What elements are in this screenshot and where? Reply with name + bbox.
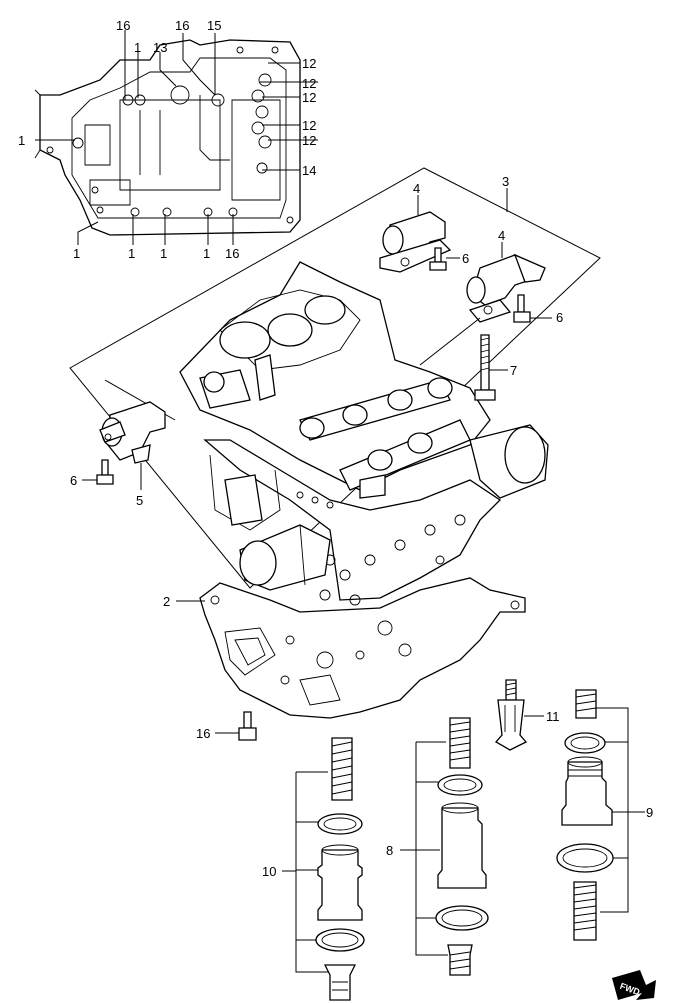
label-13: 13 xyxy=(153,40,167,55)
label-4-upper: 4 xyxy=(413,181,420,196)
bolt-7 xyxy=(419,317,508,401)
label-11: 11 xyxy=(546,709,560,724)
label-12-e: 12 xyxy=(302,133,316,148)
label-7: 7 xyxy=(510,363,517,378)
inset-valve-body-plate xyxy=(34,39,301,236)
label-1-bottom-d: 1 xyxy=(203,246,210,261)
label-12-a: 12 xyxy=(302,56,316,71)
label-10: 10 xyxy=(262,864,276,879)
assembly-frame-3 xyxy=(69,167,601,589)
label-4-lower: 4 xyxy=(498,228,505,243)
label-8: 8 xyxy=(386,843,393,858)
label-1-bottom-a: 1 xyxy=(73,246,80,261)
label-16-top-left: 16 xyxy=(116,18,130,33)
label-2: 2 xyxy=(163,594,170,609)
bolt-6-right xyxy=(513,294,552,323)
bolt-6-left xyxy=(82,459,114,485)
separator-plate-2 xyxy=(199,577,526,719)
bolt-16-lower xyxy=(215,711,257,741)
valve-group-9 xyxy=(556,689,645,941)
label-1-top: 1 xyxy=(134,40,141,55)
label-16-bottom: 16 xyxy=(225,246,239,261)
label-16-lower: 16 xyxy=(196,726,210,741)
label-3: 3 xyxy=(502,174,509,189)
label-16-top-center: 16 xyxy=(175,18,189,33)
label-1-bottom-b: 1 xyxy=(128,246,135,261)
label-6-right: 6 xyxy=(556,310,563,325)
bolt-6-upper xyxy=(429,247,460,271)
valve-body-assembly xyxy=(179,261,549,606)
inset-leader-lines xyxy=(35,30,318,245)
solenoid-5 xyxy=(99,379,176,490)
fwd-arrow-icon: FWD xyxy=(612,970,656,1000)
label-6-left: 6 xyxy=(70,473,77,488)
label-15: 15 xyxy=(207,18,221,33)
label-9: 9 xyxy=(646,805,653,820)
solenoid-4-upper xyxy=(379,211,452,273)
label-12-c: 12 xyxy=(302,90,316,105)
label-6-upper: 6 xyxy=(462,251,469,266)
label-12-d: 12 xyxy=(302,118,316,133)
label-14: 14 xyxy=(302,163,316,178)
valve-11 xyxy=(494,679,544,751)
solenoid-4-lower xyxy=(466,253,546,323)
label-5: 5 xyxy=(136,493,143,508)
label-1-bottom-c: 1 xyxy=(160,246,167,261)
valve-group-8 xyxy=(400,717,489,976)
valve-group-10 xyxy=(282,737,365,1001)
label-12-b: 12 xyxy=(302,76,316,91)
label-1-left: 1 xyxy=(18,133,25,148)
